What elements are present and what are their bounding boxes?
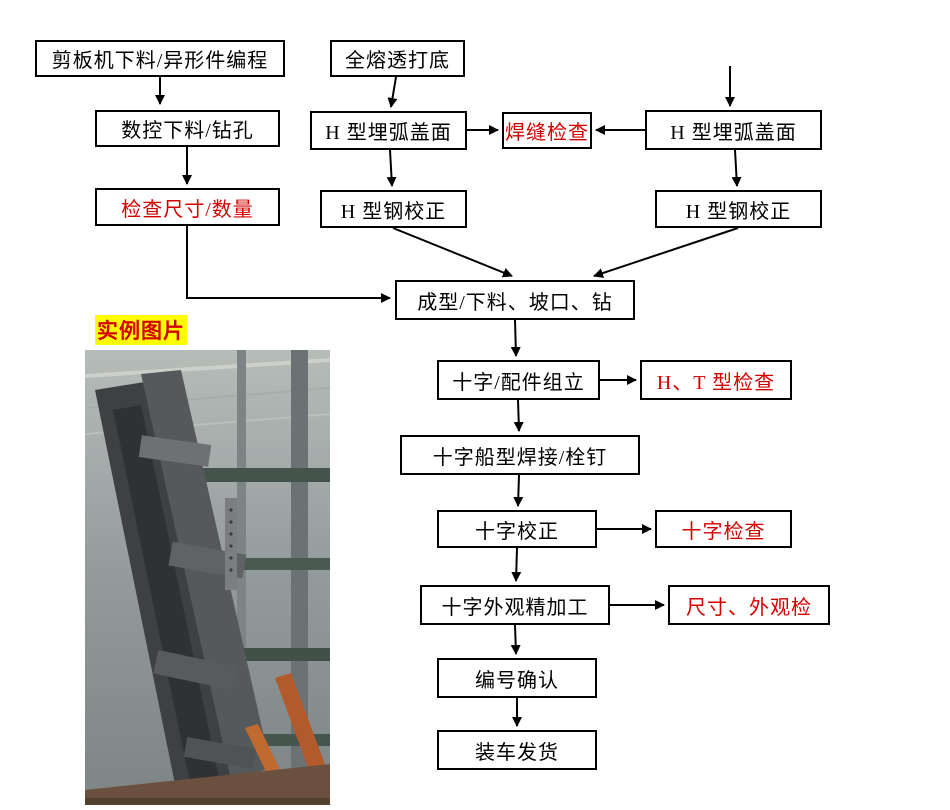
photo-steel-member: [141, 370, 271, 780]
node-h-arc-cover-left: H 型埋弧盖面: [310, 111, 467, 150]
arrow: [386, 149, 397, 187]
node-cross-boat-welding: 十字船型焊接/栓钉: [400, 435, 640, 475]
node-cnc-cut-drill: 数控下料/钻孔: [95, 110, 280, 147]
photo-flange-plate: [153, 649, 237, 691]
node-cross-finish-machining: 十字外观精加工: [420, 585, 610, 625]
node-forming-bevel-drill: 成型/下料、坡口、钻: [395, 280, 635, 320]
node-full-penetration-root: 全熔透打底: [330, 40, 465, 77]
photo-flange-plate: [183, 737, 257, 769]
photo-orange-brace: [275, 673, 330, 784]
node-ht-type-check: H、T 型检查: [640, 360, 792, 400]
photo-splice-plate: [225, 498, 237, 590]
arrow: [392, 227, 513, 278]
node-cross-check: 十字检查: [655, 510, 792, 548]
arrow: [387, 76, 398, 108]
arrow: [510, 624, 521, 655]
node-cross-assembly: 十字/配件组立: [437, 360, 600, 400]
node-load-ship: 装车发货: [437, 730, 597, 770]
node-h-beam-straighten-right: H 型钢校正: [655, 190, 822, 228]
node-numbering-confirm: 编号确认: [437, 658, 597, 698]
node-shear-programming: 剪板机下料/异形件编程: [35, 40, 285, 77]
node-weld-seam-check: 焊缝检查: [502, 112, 592, 149]
example-photo-label: 实例图片: [95, 315, 187, 345]
arrow: [593, 227, 739, 278]
node-cross-straighten: 十字校正: [437, 510, 597, 548]
arrow: [510, 319, 521, 357]
arrow: [511, 547, 522, 582]
arrow: [186, 226, 391, 303]
arrow: [513, 399, 524, 432]
arrow: [513, 474, 524, 507]
photo-floor-edge: [85, 798, 330, 805]
node-check-size-qty: 检查尺寸/数量: [95, 188, 280, 226]
photo-beam: [203, 468, 330, 482]
example-photo: [85, 350, 330, 805]
node-h-arc-cover-right: H 型埋弧盖面: [645, 110, 822, 150]
photo-floor: [85, 764, 330, 805]
photo-roof-truss: [85, 358, 330, 378]
node-size-appearance-check: 尺寸、外观检: [668, 585, 830, 625]
node-h-beam-straighten-left: H 型钢校正: [320, 190, 467, 228]
arrow: [731, 149, 742, 187]
photo-flange-plate: [138, 435, 212, 467]
photo-steel-member: [113, 405, 221, 797]
